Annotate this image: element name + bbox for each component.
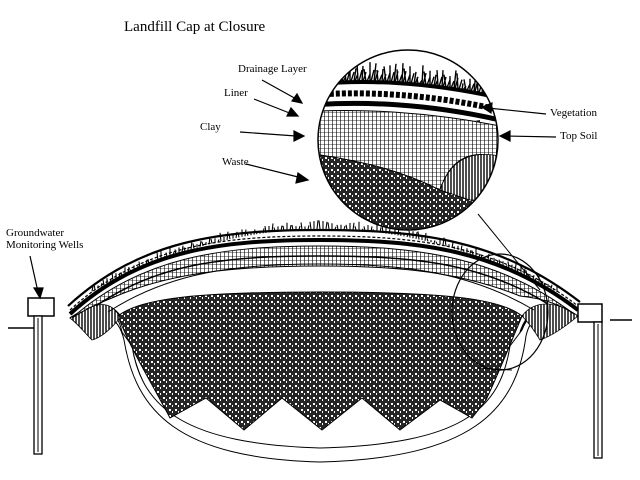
drainage-layer — [69, 235, 579, 311]
label-groundwater-line2: Monitoring Wells — [6, 239, 84, 251]
vegetation-layer — [91, 220, 558, 292]
top-soil-layer — [67, 228, 581, 307]
label-drainage-layer: Drainage Layer — [238, 63, 307, 75]
waste-mass — [117, 291, 523, 431]
label-waste: Waste — [222, 156, 249, 168]
label-arrows — [29, 79, 557, 300]
diagram-title: Landfill Cap at Closure — [124, 19, 266, 35]
clay-side-left — [69, 304, 121, 341]
cap-inner-line-1 — [95, 255, 549, 307]
monitoring-well-right — [577, 303, 603, 459]
clay-side-right — [521, 303, 579, 341]
detail-circle-small — [451, 253, 549, 371]
liner-layer — [68, 237, 580, 316]
cap-inner-line-2 — [107, 263, 535, 313]
zoom-connector-top — [477, 213, 541, 291]
magnified-detail-circle — [317, 49, 499, 231]
label-groundwater-line1: Groundwater — [6, 227, 65, 239]
label-clay: Clay — [200, 121, 221, 133]
label-vegetation: Vegetation — [550, 107, 598, 119]
monitoring-well-left — [27, 297, 55, 455]
label-liner: Liner — [224, 87, 248, 99]
magnified-detail — [318, 50, 498, 230]
zoom-connector-bottom — [477, 367, 513, 371]
label-top-soil: Top Soil — [560, 130, 598, 142]
